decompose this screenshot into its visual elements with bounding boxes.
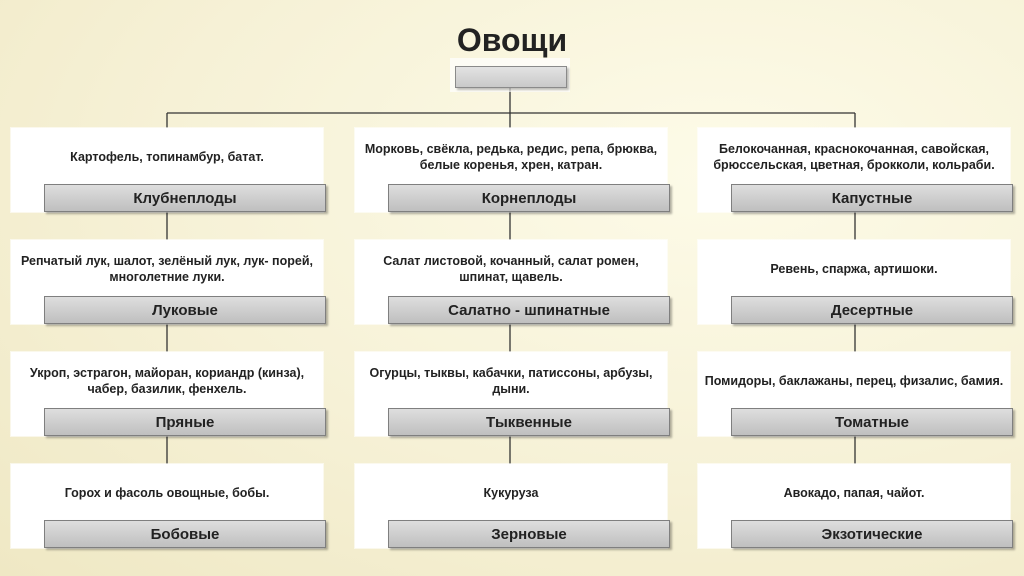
category-card: Горох и фасоль овощные, бобы. Бобовые	[11, 464, 326, 548]
category-card: Помидоры, баклажаны, перец, физалис, бам…	[698, 352, 1013, 436]
category-label: Луковые	[44, 296, 326, 324]
category-card: Салат листовой, кочанный, салат ромен, ш…	[355, 240, 670, 324]
category-description: Белокочанная, краснокочанная, савойская,…	[713, 141, 995, 172]
category-label: Экзотические	[731, 520, 1013, 548]
category-card: Авокадо, папая, чайот. Экзотические	[698, 464, 1013, 548]
category-label: Клубнеплоды	[44, 184, 326, 212]
category-label: Пряные	[44, 408, 326, 436]
category-description: Ревень, спаржа, артишоки.	[770, 261, 938, 276]
category-description: Горох и фасоль овощные, бобы.	[64, 485, 270, 500]
category-label: Томатные	[731, 408, 1013, 436]
category-label: Бобовые	[44, 520, 326, 548]
category-label: Зерновые	[388, 520, 670, 548]
category-card: Картофель, топинамбур, батат. Клубнеплод…	[11, 128, 326, 212]
category-description: Огурцы, тыквы, кабачки, патиссоны, арбуз…	[369, 365, 653, 396]
category-description: Укроп, эстрагон, майоран, кориандр (кинз…	[29, 365, 305, 396]
category-label: Корнеплоды	[388, 184, 670, 212]
category-card: Укроп, эстрагон, майоран, кориандр (кинз…	[11, 352, 326, 436]
category-description: Салат листовой, кочанный, салат ромен, ш…	[383, 253, 639, 284]
category-card: Репчатый лук, шалот, зелёный лук, лук- п…	[11, 240, 326, 324]
category-card: Ревень, спаржа, артишоки. Десертные	[698, 240, 1013, 324]
root-node	[455, 66, 567, 88]
category-card: Огурцы, тыквы, кабачки, патиссоны, арбуз…	[355, 352, 670, 436]
category-label: Десертные	[731, 296, 1013, 324]
category-card: Кукуруза Зерновые	[355, 464, 670, 548]
category-description: Картофель, топинамбур, батат.	[70, 149, 264, 164]
category-label: Салатно - шпинатные	[388, 296, 670, 324]
category-label: Тыквенные	[388, 408, 670, 436]
category-label: Капустные	[731, 184, 1013, 212]
category-card: Морковь, свёкла, редька, редис, репа, бр…	[355, 128, 670, 212]
category-description: Помидоры, баклажаны, перец, физалис, бам…	[704, 373, 1004, 388]
diagram-title: Овощи	[456, 22, 568, 58]
category-description: Кукуруза	[483, 485, 539, 500]
category-description: Репчатый лук, шалот, зелёный лук, лук- п…	[21, 253, 313, 284]
category-description: Авокадо, папая, чайот.	[783, 485, 925, 500]
category-description: Морковь, свёкла, редька, редис, репа, бр…	[364, 141, 658, 172]
category-card: Белокочанная, краснокочанная, савойская,…	[698, 128, 1013, 212]
